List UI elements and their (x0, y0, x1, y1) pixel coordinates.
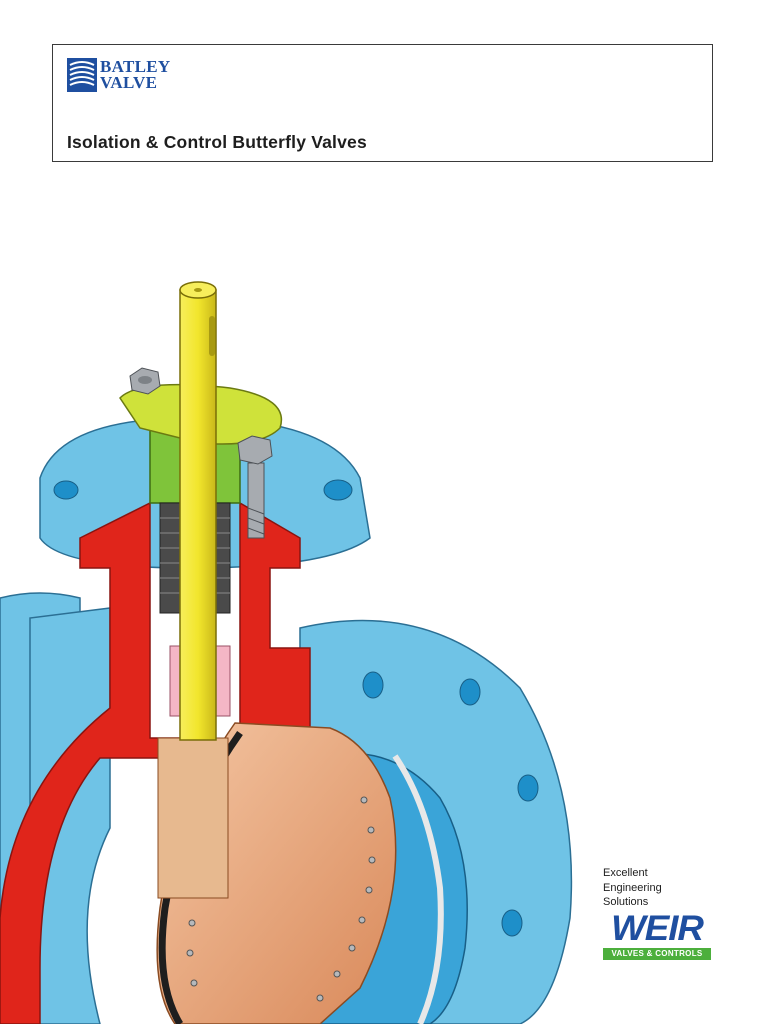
weir-subtitle: VALVES & CONTROLS (603, 948, 711, 960)
page-title: Isolation & Control Butterfly Valves (67, 132, 367, 152)
weir-wordmark: WEIR (611, 909, 704, 948)
top-bolt-hole-left (53, 480, 79, 500)
tagline-line1: Excellent (603, 867, 648, 879)
tagline-line3: Solutions (603, 896, 649, 908)
valve-stem (179, 289, 217, 741)
gland-bolt-right (237, 435, 273, 539)
bolt-hole-2 (459, 678, 481, 706)
gland-bolt-left (129, 367, 161, 395)
tagline-line2: Engineering (603, 881, 662, 894)
logo-line2: VALVE (100, 73, 158, 92)
logo-line1: BATLEY (100, 57, 171, 76)
batley-valve-logo: BATLEY VALVE (67, 57, 187, 95)
bolt-hole-3 (517, 774, 539, 802)
body-left (29, 607, 111, 1024)
tagline: Excellent Engineering Solutions (603, 866, 743, 910)
butterfly-valve-cutaway (0, 281, 573, 1024)
header-box: BATLEY VALVE Isolation & Control Butterf… (52, 44, 713, 162)
batley-mark-icon (67, 58, 97, 92)
bolt-hole-4 (501, 909, 523, 937)
top-bolt-hole-right (323, 479, 353, 501)
lower-stem (157, 737, 229, 899)
bolt-hole-1 (362, 671, 384, 699)
stem-keyway (209, 316, 215, 356)
weir-logo: WEIR VALVES & CONTROLS (603, 909, 711, 960)
cutaway-section (0, 501, 181, 1024)
seat-ring (392, 754, 444, 1024)
